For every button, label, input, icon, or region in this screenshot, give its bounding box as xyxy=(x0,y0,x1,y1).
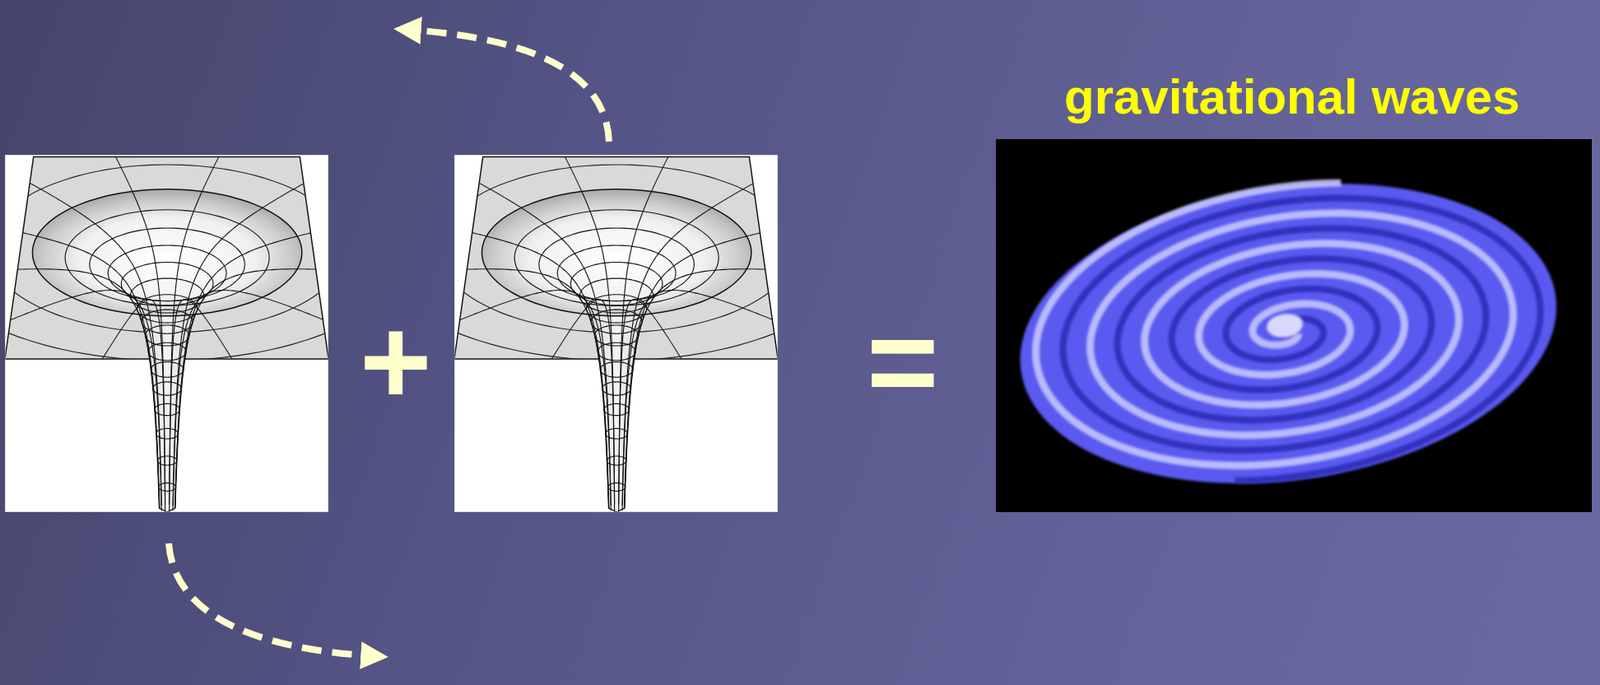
picture-heading: gravitational waves xyxy=(1064,72,1521,122)
orbit-arrow xyxy=(407,29,610,142)
black-hole-funnel xyxy=(301,94,933,512)
orbit-arrow xyxy=(168,543,375,656)
plus-sign: + xyxy=(359,299,433,424)
black-hole-funnel xyxy=(0,94,483,512)
equals-sign: = xyxy=(866,299,940,424)
wave-picture xyxy=(995,139,1592,517)
